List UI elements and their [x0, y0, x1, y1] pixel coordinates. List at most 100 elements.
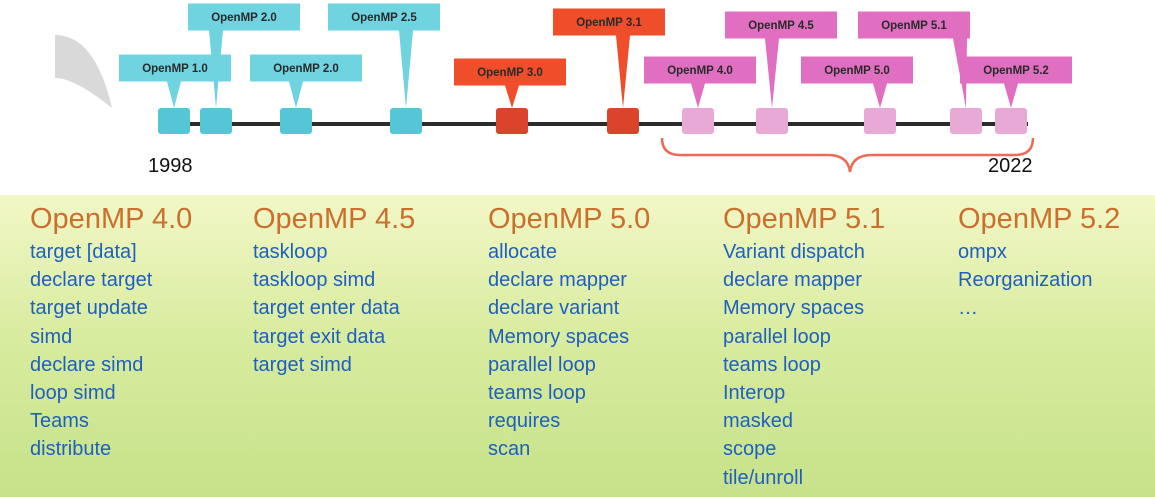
column-openmp-4-0: OpenMP 4.0 target [data] declare target …	[30, 202, 192, 464]
release-square	[682, 108, 714, 134]
release-marker: OpenMP 3.1	[553, 8, 665, 134]
release-square	[390, 108, 422, 134]
release-marker: OpenMP 3.0	[454, 58, 566, 134]
column-openmp-5-1: OpenMP 5.1 Variant dispatch declare mapp…	[723, 202, 885, 492]
feature-item: target simd	[253, 353, 352, 376]
callout-pointer	[399, 30, 413, 108]
release-square	[607, 108, 639, 134]
feature-item: Reorganization	[958, 269, 1093, 292]
feature-list: Variant dispatch declare mapper Memory s…	[723, 238, 885, 492]
release-label: OpenMP 2.0	[273, 63, 339, 75]
feature-item: requires	[488, 410, 561, 433]
feature-list: target [data] declare target target upda…	[30, 238, 192, 464]
feature-item: distribute	[30, 438, 112, 461]
release-square	[864, 108, 896, 134]
column-openmp-5-0: OpenMP 5.0 allocate declare mapper decla…	[488, 202, 650, 464]
column-title: OpenMP 4.5	[253, 203, 416, 235]
feature-item: allocate	[488, 241, 557, 263]
feature-item: taskloop simd	[253, 269, 376, 292]
feature-item: loop simd	[30, 382, 116, 405]
release-label: OpenMP 2.0	[211, 12, 277, 24]
recent-releases-brace	[660, 137, 1035, 173]
callout-box	[725, 11, 837, 39]
release-label: OpenMP 5.1	[881, 20, 947, 32]
feature-item: teams loop	[723, 353, 821, 376]
callout-box	[960, 56, 1072, 84]
feature-item: Interop	[723, 382, 786, 405]
release-marker: OpenMP 5.0	[801, 56, 913, 134]
column-openmp-5-2: OpenMP 5.2 ompx Reorganization …	[958, 202, 1120, 323]
feature-panel: OpenMP 4.0 target [data] declare target …	[0, 195, 1155, 497]
start-year-label: 1998	[148, 155, 193, 177]
feature-item: masked	[723, 410, 794, 433]
feature-item: Variant dispatch	[723, 241, 865, 263]
callout-box	[553, 8, 665, 36]
release-label: OpenMP 5.2	[983, 65, 1049, 77]
feature-item: simd	[30, 325, 73, 348]
end-year-label: 2022	[988, 155, 1033, 177]
release-square	[950, 108, 982, 134]
release-label: OpenMP 5.0	[824, 65, 890, 77]
feature-item: target exit data	[253, 325, 386, 348]
feature-item: teams loop	[488, 382, 586, 405]
callout-box	[801, 56, 913, 84]
release-label: OpenMP 3.1	[576, 17, 642, 29]
feature-item: scan	[488, 438, 531, 461]
column-title: OpenMP 5.0	[488, 203, 651, 235]
release-marker: OpenMP 5.2	[960, 56, 1072, 134]
column-title: OpenMP 5.2	[958, 203, 1121, 235]
release-marker: OpenMP 2.0	[188, 3, 300, 134]
release-square	[496, 108, 528, 134]
release-square	[158, 108, 190, 134]
callout-box	[454, 58, 566, 86]
release-label: OpenMP 4.0	[667, 65, 733, 77]
feature-item: …	[958, 297, 978, 320]
callout-pointer	[765, 38, 779, 108]
feature-list: taskloop taskloop simd target enter data…	[253, 238, 415, 379]
release-label: OpenMP 1.0	[142, 63, 208, 75]
release-marker: OpenMP 4.0	[644, 56, 756, 134]
feature-item: ompx	[958, 241, 1007, 263]
feature-item: scope	[723, 438, 777, 461]
feature-item: declare mapper	[488, 269, 627, 292]
feature-item: declare simd	[30, 353, 144, 376]
callout-box	[644, 56, 756, 84]
release-label: OpenMP 3.0	[477, 67, 543, 79]
release-marker: OpenMP 1.0	[119, 54, 231, 134]
release-square	[200, 108, 232, 134]
callout-pointer	[167, 81, 181, 108]
feature-item: Memory spaces	[488, 325, 630, 348]
feature-item: declare variant	[488, 297, 620, 320]
feature-item: parallel loop	[723, 325, 831, 348]
feature-list: ompx Reorganization …	[958, 238, 1120, 323]
callout-box	[250, 54, 362, 82]
feature-item: target update	[30, 297, 148, 320]
release-marker: OpenMP 2.5	[328, 3, 440, 134]
feature-item: declare mapper	[723, 269, 862, 292]
column-title: OpenMP 5.1	[723, 203, 886, 235]
feature-item: tile/unroll	[723, 466, 804, 489]
release-marker: OpenMP 2.0	[250, 54, 362, 134]
feature-list: allocate declare mapper declare variant …	[488, 238, 650, 464]
corner-decoration	[55, 35, 112, 108]
callout-pointer	[209, 30, 223, 108]
callout-box	[328, 3, 440, 31]
feature-item: parallel loop	[488, 353, 596, 376]
callout-box	[188, 3, 300, 31]
release-label: OpenMP 2.5	[351, 12, 417, 24]
callout-pointer	[616, 35, 630, 108]
release-square	[756, 108, 788, 134]
callout-pointer	[505, 85, 519, 108]
feature-item: declare target	[30, 269, 153, 292]
callout-pointer	[289, 81, 303, 108]
release-square	[280, 108, 312, 134]
column-openmp-4-5: OpenMP 4.5 taskloop taskloop simd target…	[253, 202, 415, 379]
callout-pointer	[873, 83, 887, 108]
callout-pointer	[1004, 83, 1018, 108]
column-title: OpenMP 4.0	[30, 203, 193, 235]
feature-item: Teams	[30, 410, 89, 433]
release-marker: OpenMP 4.5	[725, 11, 837, 134]
feature-item: taskloop	[253, 241, 328, 263]
feature-item: target [data]	[30, 241, 137, 263]
